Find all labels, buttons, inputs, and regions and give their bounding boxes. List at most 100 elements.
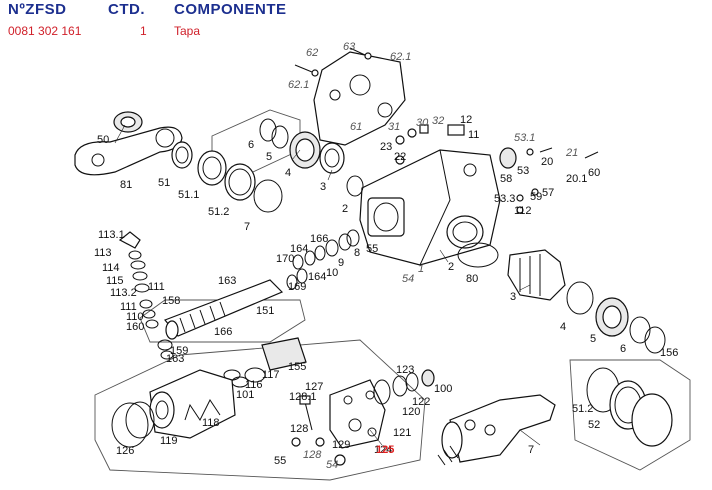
part-label[interactable]: 166 — [214, 326, 232, 338]
part-label[interactable]: 117 — [262, 369, 280, 381]
part-label[interactable]: 53 — [517, 165, 529, 177]
highlighted-part-label[interactable]: 125 — [376, 444, 394, 456]
part-label[interactable]: 58 — [500, 173, 512, 185]
part-label[interactable]: 62 — [306, 47, 318, 59]
part-label[interactable]: 30 — [416, 117, 429, 129]
part-label[interactable]: 111 — [120, 301, 137, 313]
part-label[interactable]: 22 — [394, 151, 406, 163]
part-label[interactable]: 1 — [418, 263, 424, 275]
part-label[interactable]: 128.1 — [289, 391, 317, 403]
cover-125[interactable] — [329, 379, 386, 449]
part-label[interactable]: 20 — [541, 156, 553, 168]
part-label[interactable]: 169 — [288, 281, 306, 293]
part-label[interactable]: 160 — [126, 321, 144, 333]
sector-shaft-80 — [507, 249, 566, 301]
small-parts-top — [395, 124, 599, 214]
part-label[interactable]: 2 — [448, 261, 454, 273]
part-label[interactable]: 81 — [120, 179, 132, 191]
part-label[interactable]: 5 — [266, 151, 272, 163]
part-label[interactable]: 121 — [393, 427, 411, 439]
row-number[interactable]: 0081 302 161 — [8, 24, 82, 38]
part-label[interactable]: 115 — [106, 275, 124, 287]
part-label[interactable]: 6 — [248, 139, 254, 151]
part-label[interactable]: 10 — [326, 267, 338, 279]
part-label[interactable]: 62.1 — [390, 51, 411, 63]
part-label[interactable]: 32 — [432, 115, 444, 127]
part-label[interactable]: 129 — [332, 439, 350, 451]
part-label[interactable]: 6 — [620, 343, 626, 355]
part-label[interactable]: 8 — [354, 247, 360, 259]
part-label[interactable]: 80 — [466, 273, 478, 285]
part-label[interactable]: 53.1 — [514, 132, 535, 144]
table-header: NºZFSD CTD. COMPONENTE — [0, 0, 712, 20]
part-label[interactable]: 53.3 — [494, 193, 515, 205]
part-label[interactable]: 127 — [305, 381, 323, 393]
part-label[interactable]: 122 — [412, 396, 430, 408]
part-label[interactable]: 12 — [460, 114, 472, 126]
part-label[interactable]: 5 — [590, 333, 596, 345]
part-label[interactable]: 114 — [102, 262, 120, 274]
part-label[interactable]: 123 — [396, 364, 414, 376]
part-label[interactable]: 55 — [366, 243, 378, 255]
part-label[interactable]: 7 — [244, 221, 250, 233]
part-label[interactable]: 101 — [236, 389, 254, 401]
part-label[interactable]: 163 — [218, 275, 236, 287]
part-label[interactable]: 124 — [374, 444, 392, 456]
part-label[interactable]: 155 — [288, 361, 306, 373]
part-label[interactable]: 2 — [342, 203, 348, 215]
part-label[interactable]: 113 — [94, 247, 112, 259]
part-label[interactable]: 60 — [588, 167, 600, 179]
part-label[interactable]: 164 — [290, 243, 308, 255]
part-label[interactable]: 120 — [402, 406, 420, 418]
valve-parts-left — [118, 231, 159, 329]
part-label[interactable]: 51.2 — [208, 206, 229, 218]
part-label[interactable]: 21 — [565, 147, 578, 159]
header-component: COMPONENTE — [174, 1, 287, 18]
part-label[interactable]: 164 — [308, 271, 326, 283]
part-label[interactable]: 52 — [588, 419, 600, 431]
part-label[interactable]: 119 — [160, 435, 178, 447]
part-label[interactable]: 59 — [530, 191, 542, 203]
part-label[interactable]: 4 — [560, 321, 566, 333]
part-label[interactable]: 113.1 — [98, 229, 125, 241]
row-component[interactable]: Tapa — [174, 24, 201, 38]
part-label[interactable]: 51.1 — [178, 189, 199, 201]
part-label[interactable]: 113.2 — [110, 287, 137, 299]
part-label[interactable]: 51 — [158, 177, 170, 189]
part-label[interactable]: 23 — [380, 141, 392, 153]
part-label[interactable]: 31 — [388, 121, 400, 133]
part-label[interactable]: 100 — [434, 383, 452, 395]
part-label[interactable]: 128 — [303, 449, 322, 461]
part-label[interactable]: 62.1 — [288, 79, 309, 91]
part-label[interactable]: 118 — [202, 417, 220, 429]
part-label[interactable]: 163 — [166, 353, 184, 365]
part-label[interactable]: 55 — [274, 455, 286, 467]
part-label[interactable]: 111 — [148, 281, 165, 293]
part-label[interactable]: 7 — [528, 444, 534, 456]
part-label[interactable]: 112 — [514, 205, 532, 217]
part-label[interactable]: 159 — [170, 345, 188, 357]
part-label[interactable]: 63 — [343, 41, 356, 53]
part-label[interactable]: 51.2 — [572, 403, 593, 415]
sleeve-156 — [223, 337, 307, 388]
part-label[interactable]: 9 — [338, 257, 344, 269]
part-label[interactable]: 116 — [245, 379, 263, 391]
part-label[interactable]: 4 — [285, 167, 291, 179]
part-label[interactable]: 50 — [97, 134, 109, 146]
part-label[interactable]: 166 — [310, 233, 328, 245]
part-label[interactable]: 156 — [660, 347, 678, 359]
part-label[interactable]: 20.1 — [566, 173, 587, 185]
part-label[interactable]: 128 — [290, 423, 308, 435]
part-label[interactable]: 54 — [402, 273, 414, 285]
part-label[interactable]: 11 — [468, 129, 479, 141]
part-label[interactable]: 110 — [126, 311, 144, 323]
part-label[interactable]: 3 — [510, 291, 516, 303]
part-label[interactable]: 54 — [326, 459, 338, 471]
part-label[interactable]: 3 — [320, 181, 326, 193]
part-label[interactable]: 158 — [162, 295, 180, 307]
part-label[interactable]: 170 — [276, 253, 294, 265]
part-label[interactable]: 57 — [542, 187, 554, 199]
part-label[interactable]: 126 — [116, 445, 134, 457]
part-label[interactable]: 61 — [350, 121, 362, 133]
part-label[interactable]: 151 — [256, 305, 274, 317]
